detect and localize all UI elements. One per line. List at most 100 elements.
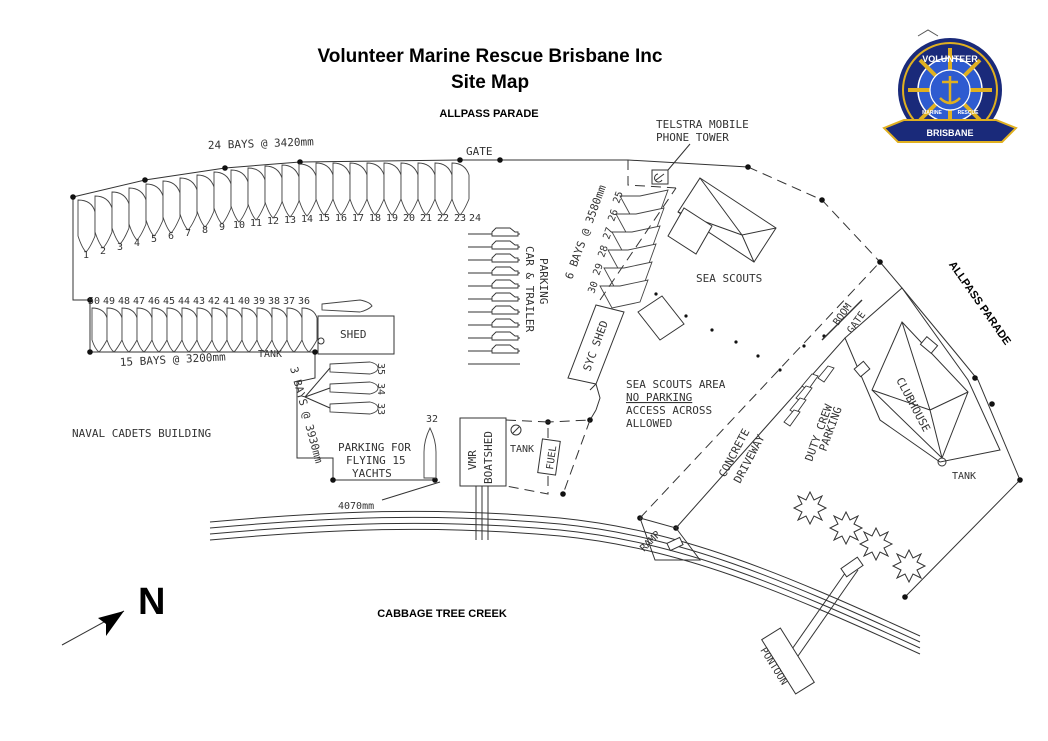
- boat-near-shed: [321, 299, 373, 313]
- pontoon-walkway: [789, 556, 864, 657]
- sea-scouts-label: SEA SCOUTS: [696, 272, 762, 285]
- car-trailer-label-2: PARKING: [537, 258, 550, 304]
- dim-4070-label: 4070mm: [338, 501, 374, 512]
- boat-row-second: [91, 307, 318, 353]
- tank-marker-vmr-line: [512, 426, 520, 434]
- scouts-area-boundary: [547, 187, 881, 519]
- bay-number: 37: [283, 296, 295, 307]
- logo-banner-text: BRISBANE: [926, 128, 973, 138]
- bay-number: 22: [437, 213, 449, 224]
- bay-number: 3: [117, 242, 123, 253]
- bay-number: 4: [134, 238, 140, 249]
- bay-number: 26: [606, 208, 620, 223]
- logo-top-text: VOLUNTEER: [922, 54, 978, 64]
- telstra-leader: [667, 143, 691, 171]
- bay-number: 28: [596, 244, 610, 259]
- road-label-east: ALLPASS PARADE: [946, 259, 1013, 347]
- map-subtitle: Site Map: [451, 72, 529, 93]
- map-title: Volunteer Marine Rescue Brisbane Inc: [318, 46, 663, 67]
- bay-number: 2: [100, 246, 106, 257]
- bay-number: 21: [420, 213, 432, 224]
- telstra-tower-symbol: [654, 173, 665, 183]
- bay-numbers-top: 1 2 3 4 5 6 7 8 9 10 11 12 13 14 15 16 1…: [83, 213, 481, 261]
- vmr-brisbane-logo: VOLUNTEER MARINE RESCUE BRISBANE: [882, 29, 1018, 143]
- scouts-area-label-2: NO PARKING: [626, 391, 692, 404]
- north-arrow: [61, 610, 125, 646]
- bay-number: 23: [454, 213, 466, 224]
- bay-number: 29: [591, 262, 605, 277]
- logo-left-text: MARINE: [922, 110, 942, 116]
- bay-number: 10: [233, 220, 245, 231]
- scouts-area-label-1: SEA SCOUTS AREA: [626, 378, 726, 391]
- creek-label: CABBAGE TREE CREEK: [377, 608, 507, 620]
- car-trailer-label-1: CAR & TRAILER: [523, 246, 536, 332]
- bay-number: 5: [151, 234, 157, 245]
- bay-number: 38: [268, 296, 280, 307]
- vmr-label-2: BOATSHED: [482, 431, 495, 484]
- flying15-label-3: YACHTS: [352, 467, 392, 480]
- bay-number: 15: [318, 213, 330, 224]
- small-building: [637, 295, 685, 341]
- bay-number: 6: [168, 231, 174, 242]
- fence-posts: [70, 157, 1023, 600]
- car-trailer-parking: [468, 227, 520, 365]
- tank-label-club: TANK: [952, 471, 976, 482]
- shed-building: [317, 315, 395, 355]
- bay-number: 17: [352, 213, 364, 224]
- bay-number: 46: [148, 296, 160, 307]
- syc-shed-fence: [589, 383, 601, 411]
- boat-ramp: [639, 517, 701, 561]
- creek-bank: [209, 510, 921, 655]
- bay-number: 11: [250, 218, 262, 229]
- tank-label-shed: TANK: [258, 349, 282, 360]
- bay-number: 41: [223, 296, 235, 307]
- bay-number: 49: [103, 296, 115, 307]
- bay-numbers-second: 50 49 48 47 46 45 44 43 42 41 40 39 38 3…: [88, 296, 310, 307]
- bay-number: 18: [369, 213, 381, 224]
- tank-marker-vmr: [510, 424, 522, 436]
- label-24-bays: 24 BAYS @ 3420mm: [208, 135, 315, 152]
- boat-row-right: [599, 189, 669, 309]
- telstra-label-2: PHONE TOWER: [656, 131, 729, 144]
- bay-32-label: 32: [426, 414, 438, 425]
- telstra-label-1: TELSTRA MOBILE: [656, 118, 749, 131]
- access-dots: [654, 292, 826, 372]
- bay-number: 20: [403, 213, 415, 224]
- bay-number: 47: [133, 296, 145, 307]
- bay-number: 42: [208, 296, 220, 307]
- boat-bay-32: [423, 426, 437, 479]
- bay-number: 7: [185, 228, 191, 239]
- gate-label: GATE: [466, 145, 493, 158]
- clubhouse-complex: [844, 287, 1001, 463]
- vmr-yard-fence: [505, 419, 549, 495]
- tank-label-vmr: TANK: [510, 444, 534, 455]
- dim-4070-leader: [381, 481, 441, 501]
- bay-number: 12: [267, 216, 279, 227]
- boat-row-top: [77, 162, 470, 253]
- boom-gate-arm: [821, 299, 863, 341]
- bay-number: 24: [469, 213, 481, 224]
- tank-marker-shed: [317, 337, 325, 345]
- scouts-area-label-4: ALLOWED: [626, 417, 672, 430]
- bay-number: 8: [202, 225, 208, 236]
- flying15-label-2: FLYING 15: [346, 454, 406, 467]
- bay-number: 48: [118, 296, 130, 307]
- shed-label: SHED: [340, 328, 367, 341]
- naval-cadets-label: NAVAL CADETS BUILDING: [72, 427, 211, 440]
- vmr-label-1: VMR: [466, 450, 479, 470]
- bay-number: 19: [386, 213, 398, 224]
- bay-number: 35: [375, 363, 386, 375]
- boat-group-small: [304, 361, 379, 415]
- bay-number: 40: [238, 296, 250, 307]
- bay-number: 50: [88, 296, 100, 307]
- fuel-tank: [537, 438, 561, 476]
- bay-number: 1: [83, 250, 89, 261]
- vmr-jetty: [475, 486, 489, 540]
- duty-crew-cars: [783, 365, 835, 427]
- label-15-bays: 15 BAYS @ 3200mm: [119, 350, 226, 369]
- bay-number: 33: [375, 403, 386, 415]
- bay-number: 30: [586, 280, 600, 295]
- vmr-boatshed: [459, 417, 507, 487]
- road-label-north: ALLPASS PARADE: [439, 108, 538, 120]
